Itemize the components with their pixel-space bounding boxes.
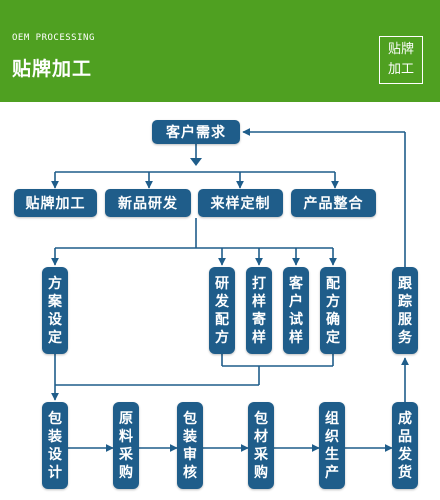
main-down-arrow [190, 158, 202, 166]
node-material-purchase: 原 料 采 购 [113, 402, 139, 489]
node-new-product-dev: 新品研发 [105, 189, 191, 217]
node-product-integration: 产品整合 [291, 189, 376, 217]
node-formula-dev: 研 发 配 方 [209, 267, 235, 354]
node-production: 组 织 生 产 [319, 402, 345, 489]
node-oem-processing: 贴牌加工 [14, 189, 97, 217]
node-delivery: 成 品 发 货 [392, 402, 418, 489]
node-sample-mailing: 打 样 寄 样 [246, 267, 272, 354]
node-packmat-purchase: 包 材 采 购 [248, 402, 274, 489]
node-package-design: 包 装 设 计 [42, 402, 68, 489]
header-subtitle: OEM PROCESSING [12, 33, 95, 43]
node-customer-trial: 客 户 试 样 [283, 267, 309, 354]
header-title: 贴牌加工 [12, 58, 93, 80]
node-formula-confirm: 配 方 确 定 [320, 267, 346, 354]
header-badge: 贴牌 加工 [379, 36, 423, 84]
node-customer-need: 客户需求 [152, 120, 240, 144]
flow-connectors [51, 128, 409, 452]
node-follow-service: 跟 踪 服 务 [392, 267, 418, 354]
node-plan-setting: 方 案 设 定 [42, 267, 68, 354]
node-package-review: 包 装 审 核 [177, 402, 203, 489]
node-sample-customization: 来样定制 [198, 189, 283, 217]
header-banner: OEM PROCESSING 贴牌加工 贴牌 加工 [0, 0, 440, 102]
